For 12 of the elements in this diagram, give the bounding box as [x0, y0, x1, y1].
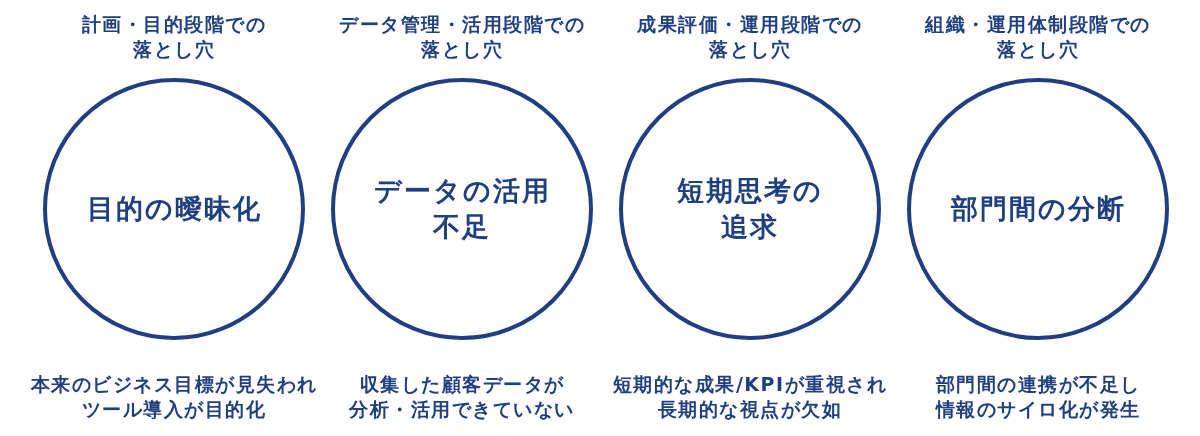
problem-title: 部門間の分断 [950, 192, 1126, 226]
stage-heading: データ管理・活用段階での落とし穴 [339, 12, 585, 62]
problem-title: 目的の曖昧化 [86, 192, 262, 226]
stage-heading: 組織・運用体制段階での落とし穴 [925, 12, 1151, 62]
problem-description: 部門間の連携が不足し情報のサイロ化が発生 [935, 372, 1141, 422]
problem-title: データの活用不足 [373, 174, 551, 244]
problem-description: 本来のビジネス目標が見失われツール導入が目的化 [30, 372, 318, 422]
problem-title: 短期思考の追求 [677, 174, 823, 244]
problem-description: 短期的な成果/KPIが重視され長期的な視点が欠如 [612, 372, 888, 422]
stage-heading: 計画・目的段階での落とし穴 [81, 12, 267, 62]
stage-heading: 成果評価・運用段階での落とし穴 [637, 12, 863, 62]
problem-description: 収集した顧客データが分析・活用できていない [349, 372, 575, 422]
